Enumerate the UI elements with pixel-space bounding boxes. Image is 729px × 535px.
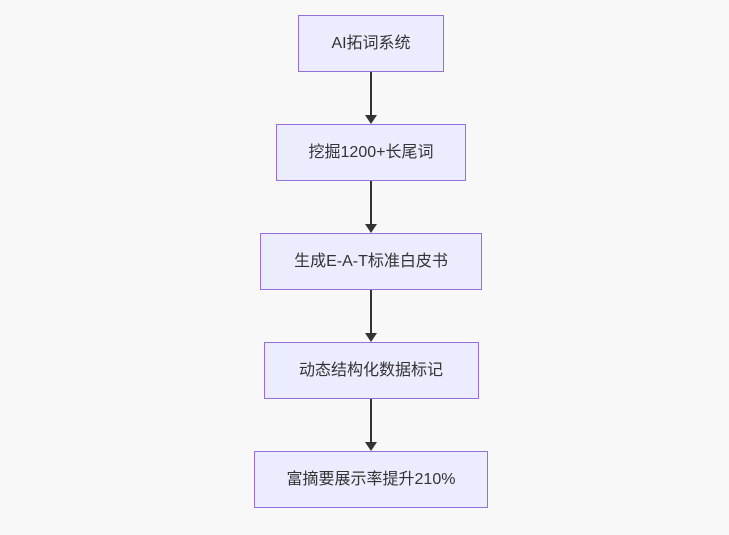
arrowhead-down-icon xyxy=(365,224,377,233)
arrowhead-down-icon xyxy=(365,442,377,451)
arrowhead-down-icon xyxy=(365,115,377,124)
flowchart: AI拓词系统 挖掘1200+长尾词 生成E-A-T标准白皮书 动态结构化数据标记… xyxy=(254,15,488,508)
arrow-line xyxy=(370,399,372,443)
node-label: 富摘要展示率提升210% xyxy=(286,470,456,488)
node-label: 挖掘1200+长尾词 xyxy=(308,143,434,161)
arrow-connector xyxy=(365,399,377,451)
flowchart-node-structured-data-markup: 动态结构化数据标记 xyxy=(263,342,479,399)
node-label: 动态结构化数据标记 xyxy=(298,361,443,379)
flowchart-node-eat-whitepaper: 生成E-A-T标准白皮书 xyxy=(260,233,482,290)
arrow-connector xyxy=(365,181,377,233)
arrowhead-down-icon xyxy=(365,333,377,342)
flowchart-node-longtail-mining: 挖掘1200+长尾词 xyxy=(276,124,466,181)
flowchart-node-ai-keyword-system: AI拓词系统 xyxy=(298,15,444,72)
arrow-line xyxy=(370,72,372,116)
arrow-connector xyxy=(365,72,377,124)
node-label: AI拓词系统 xyxy=(331,34,411,52)
node-label: 生成E-A-T标准白皮书 xyxy=(294,252,448,270)
arrow-connector xyxy=(365,290,377,342)
arrow-line xyxy=(370,181,372,225)
arrow-line xyxy=(370,290,372,334)
flowchart-node-rich-snippet-result: 富摘要展示率提升210% xyxy=(254,451,488,508)
